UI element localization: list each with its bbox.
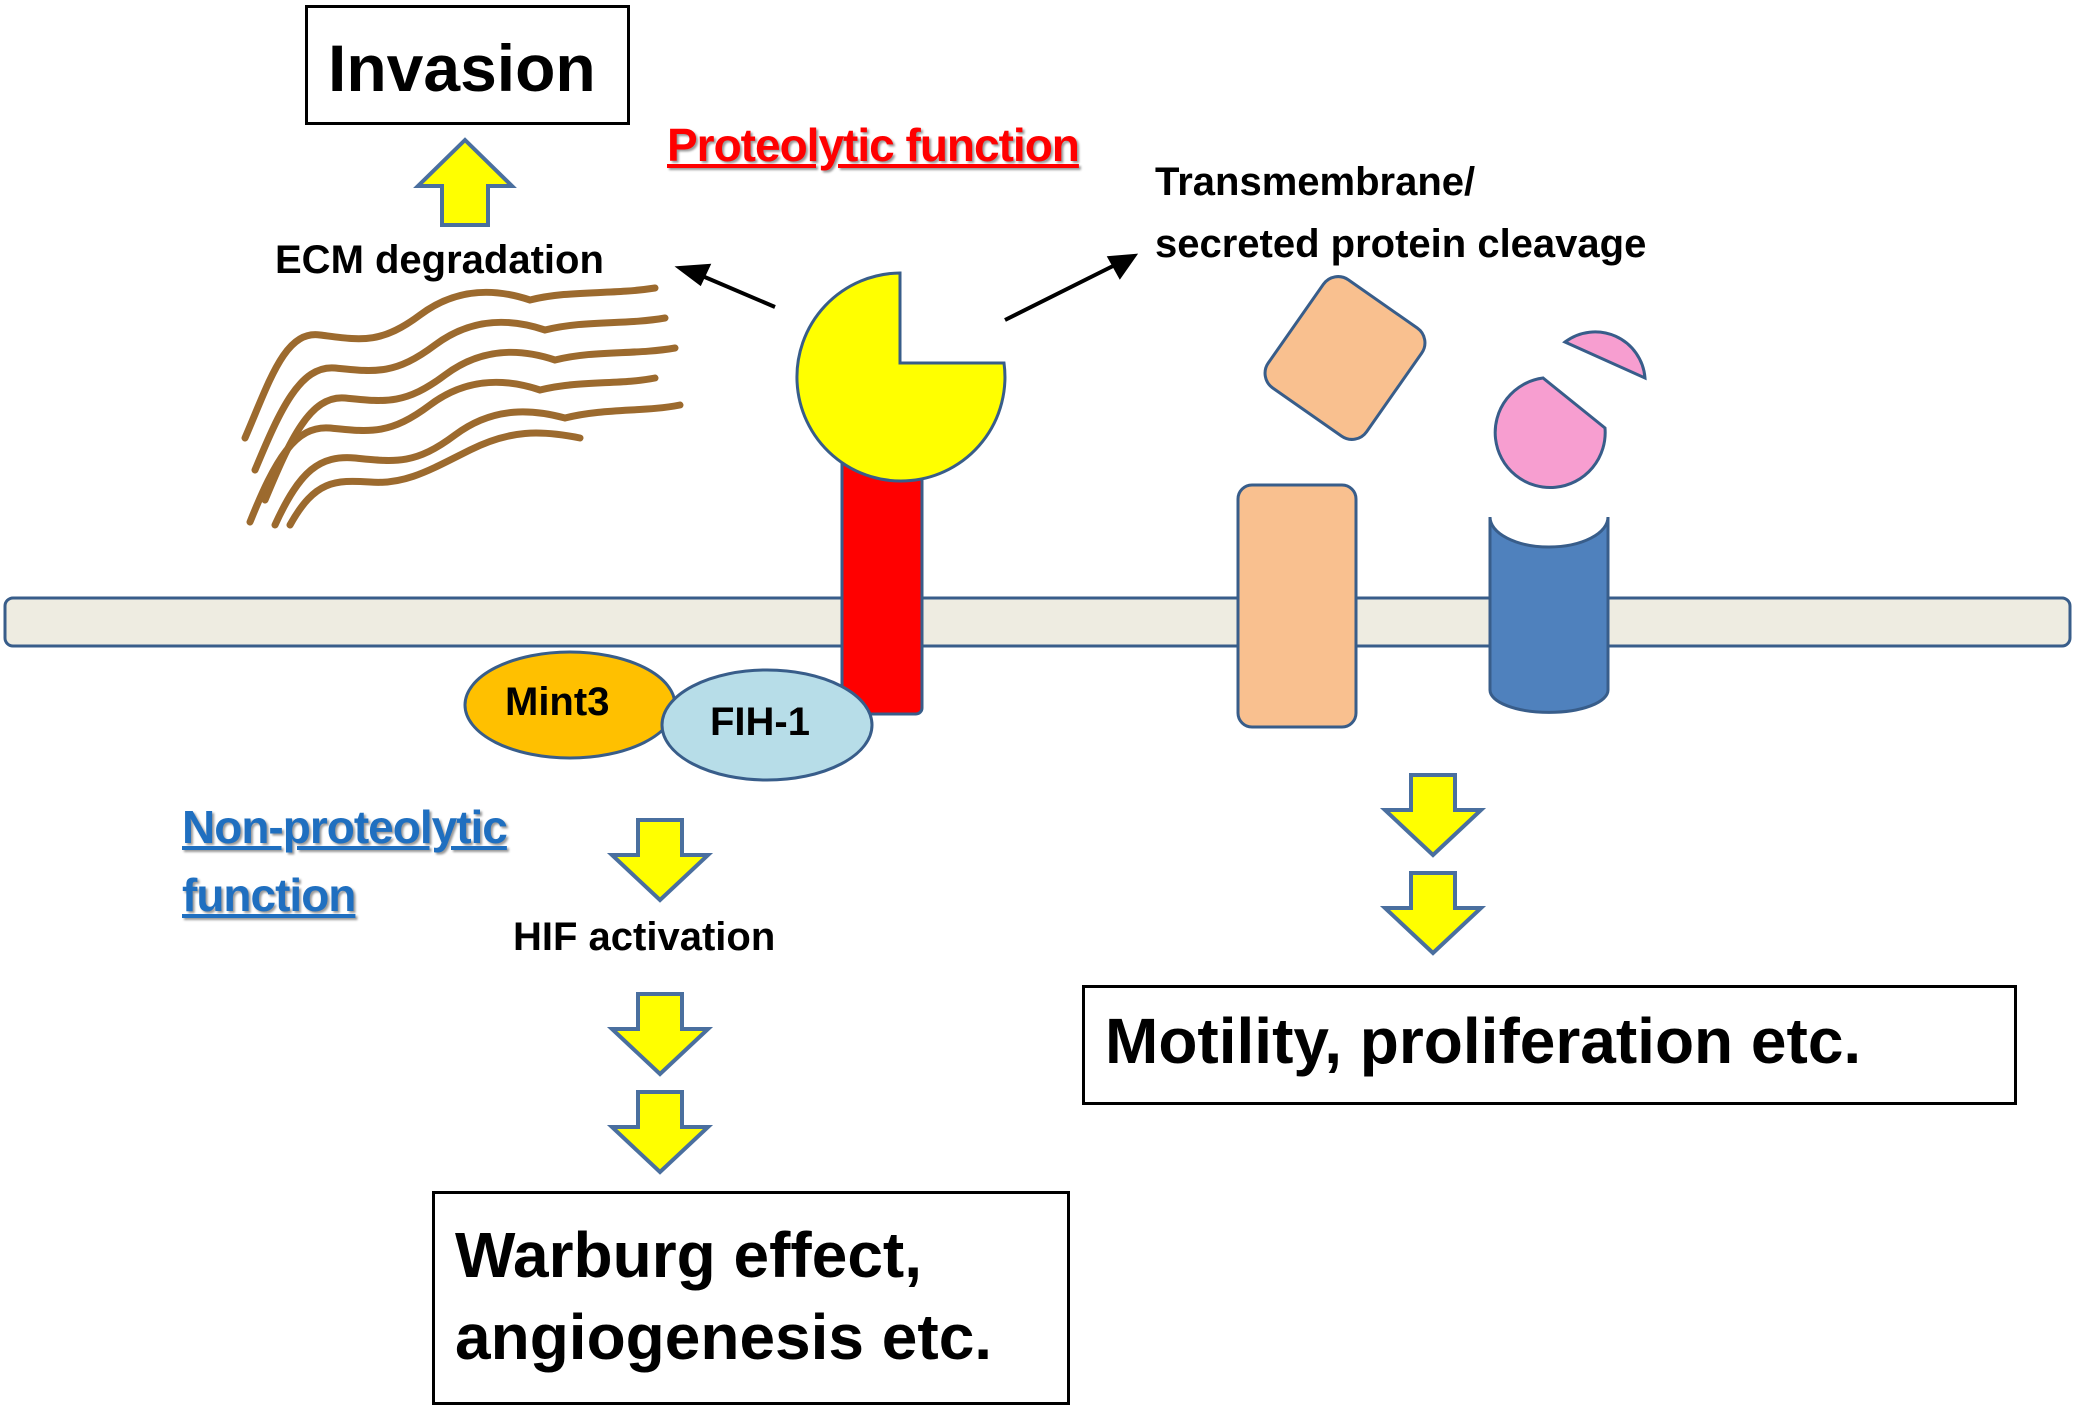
- cleavage-label-line2: secreted protein cleavage: [1155, 222, 1647, 266]
- non-proteolytic-heading-line1: Non-proteolytic: [182, 801, 508, 853]
- invasion-box: Invasion: [305, 5, 630, 125]
- cell-membrane: [3, 596, 2072, 648]
- ligand-piece-upper: [1562, 330, 1647, 381]
- proteolytic-heading: Proteolytic function: [667, 119, 1080, 171]
- warburg-label-line1: Warburg effect,: [455, 1219, 922, 1291]
- warburg-label-line2: angiogenesis etc.: [455, 1301, 993, 1373]
- motility-label: Motility, proliferation etc.: [1105, 1005, 1862, 1077]
- hif-activation-label: HIF activation: [513, 915, 776, 959]
- protease-head: [795, 271, 1007, 483]
- fih1-oval: [660, 668, 874, 782]
- cleavage-arrows: [674, 253, 1139, 322]
- ligand-piece-lower: [1493, 376, 1607, 490]
- down-arrow-hif-2: [606, 992, 714, 1077]
- cleaved-protein: [1263, 275, 1427, 441]
- mint3-label: Mint3: [505, 680, 610, 724]
- down-arrow-hif-1: [606, 818, 714, 903]
- warburg-box: Warburg effect, angiogenesis etc.: [432, 1191, 1070, 1405]
- transmembrane-protein: [1236, 483, 1358, 729]
- up-arrow-invasion: [413, 137, 517, 227]
- cleavage-label-line1: Transmembrane/: [1155, 160, 1476, 204]
- down-arrow-motility-2: [1379, 871, 1487, 956]
- motility-box: Motility, proliferation etc.: [1082, 985, 2017, 1105]
- down-arrow-hif-3: [606, 1090, 714, 1175]
- fih1-label: FIH-1: [710, 700, 810, 744]
- down-arrow-motility-1: [1379, 773, 1487, 858]
- ecm-fibers: [241, 284, 684, 529]
- invasion-label: Invasion: [328, 31, 596, 105]
- ecm-degradation-label: ECM degradation: [275, 238, 604, 282]
- non-proteolytic-heading-line2: function: [182, 869, 356, 921]
- receptor: [1488, 516, 1610, 714]
